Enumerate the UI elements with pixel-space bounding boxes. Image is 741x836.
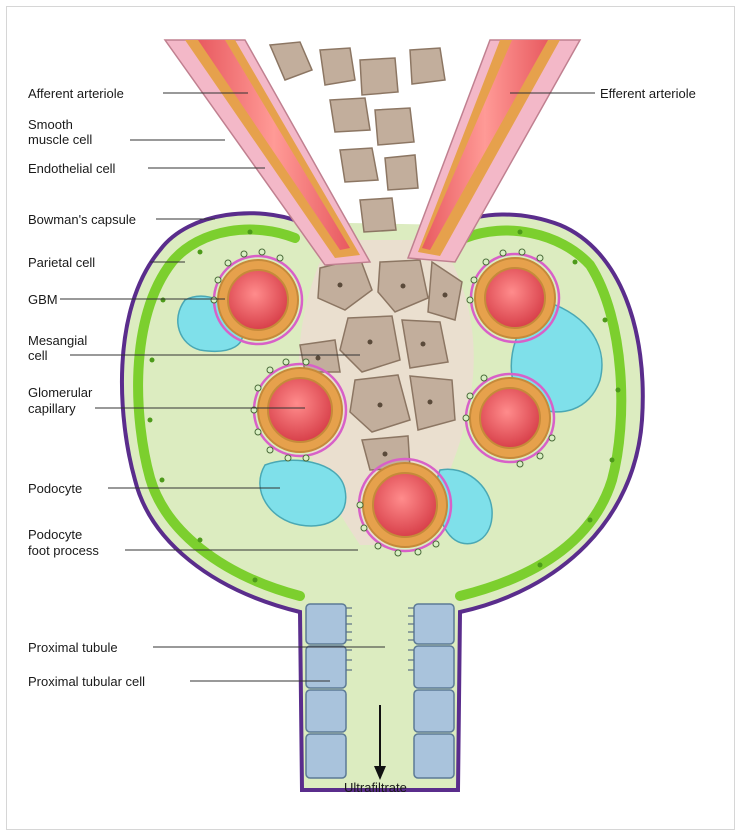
label-glomerular-2: capillary [28,401,76,416]
label-glomerular-1: Glomerular [28,385,92,400]
label-mesangial-2: cell [28,348,48,363]
label-smooth-muscle-2: muscle cell [28,132,92,147]
label-foot-process-2: foot process [28,543,99,558]
label-ultrafiltrate: Ultrafiltrate [344,780,407,795]
label-foot-process-1: Podocyte [28,527,82,542]
label-efferent-arteriole: Efferent arteriole [600,86,696,101]
label-afferent-arteriole: Afferent arteriole [28,86,124,101]
label-proximal-tubule: Proximal tubule [28,640,118,655]
label-parietal-cell: Parietal cell [28,255,95,270]
label-smooth-muscle-1: Smooth [28,117,73,132]
label-bowmans-capsule: Bowman's capsule [28,212,136,227]
label-gbm: GBM [28,292,58,307]
label-podocyte: Podocyte [28,481,82,496]
label-mesangial-1: Mesangial [28,333,87,348]
label-proximal-tubular-cell: Proximal tubular cell [28,674,145,689]
label-endothelial-cell: Endothelial cell [28,161,115,176]
